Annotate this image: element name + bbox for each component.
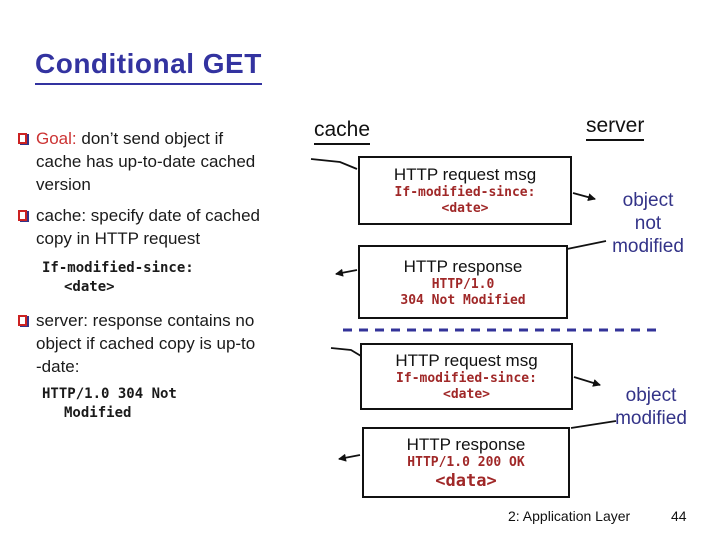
cache-actor-label: cache	[314, 118, 371, 145]
bullet-text: Goal: don’t send object if cache has up-…	[36, 127, 255, 196]
msgbox-code-line: If-modified-since:	[396, 371, 537, 386]
server-actor-label: server	[586, 114, 645, 141]
bullet-text: cache: specify date of cached copy in HT…	[36, 204, 260, 250]
note-line: modified	[615, 408, 687, 429]
msgbox-request-2: HTTP request msg If-modified-since: <dat…	[360, 343, 573, 410]
bullet-square-icon	[18, 210, 27, 221]
note-line: object	[622, 190, 674, 211]
bullet-square-icon	[18, 133, 27, 144]
goal-line3: version	[36, 175, 91, 194]
msgbox-request-1: HTTP request msg If-modified-since: <dat…	[358, 156, 572, 225]
msgbox-response-304: HTTP response HTTP/1.0 304 Not Modified	[358, 245, 568, 319]
msgbox-code-line: HTTP/1.0 200 OK	[407, 454, 525, 470]
server-line3: -date:	[36, 357, 80, 376]
arrow-request1-to-server	[572, 192, 596, 202]
goal-lead: Goal:	[36, 129, 77, 148]
footer-page-number: 44	[671, 508, 687, 524]
server-line1: server: response contains no	[36, 311, 255, 330]
bullet-item-cache: cache: specify date of cached copy in HT…	[18, 204, 333, 250]
server-line2: object if cached copy is up-to	[36, 334, 256, 353]
code-line: <date>	[64, 279, 115, 295]
msgbox-code-line: <date>	[441, 201, 489, 216]
cache-line2: copy in HTTP request	[36, 229, 201, 248]
code-line: Modified	[64, 405, 132, 421]
arrow-response200-to-cache	[338, 453, 361, 462]
note-line: object	[625, 385, 677, 406]
code-line: HTTP/1.0 304 Not	[42, 386, 177, 402]
page-title: Conditional GET	[35, 48, 262, 85]
cache-line1: cache: specify date of cached	[36, 206, 260, 225]
msgbox-code-line: 304 Not Modified	[400, 292, 526, 308]
note-line: modified	[612, 236, 684, 257]
note-object-not-modified: object not modified	[598, 189, 698, 258]
goal-rest: don’t send object if	[76, 129, 224, 148]
note-line: not	[634, 213, 662, 234]
note-object-modified: object modified	[596, 384, 706, 430]
msgbox-title: HTTP response	[406, 434, 526, 454]
bullet-item-goal: Goal: don’t send object if cache has up-…	[18, 127, 333, 196]
bullet-square-icon	[18, 315, 27, 326]
code-line: If-modified-since:	[42, 260, 194, 276]
msgbox-code-line: <date>	[443, 387, 490, 402]
leader-cache-to-request2	[330, 347, 362, 357]
msgbox-title: HTTP request msg	[393, 165, 537, 184]
code-if-modified-since: If-modified-since: <date>	[42, 259, 357, 297]
msgbox-code-line: If-modified-since:	[394, 185, 536, 200]
bullet-item-server: server: response contains no object if c…	[18, 309, 333, 378]
msgbox-code-line: <data>	[435, 470, 497, 491]
msgbox-response-200: HTTP response HTTP/1.0 200 OK <data>	[362, 427, 570, 498]
goal-line2: cache has up-to-date cached	[36, 152, 256, 171]
msgbox-title: HTTP request msg	[395, 351, 538, 370]
code-304-not-modified: HTTP/1.0 304 Not Modified	[42, 385, 357, 423]
msgbox-code-line: HTTP/1.0	[431, 276, 495, 292]
bullet-text: server: response contains no object if c…	[36, 309, 255, 378]
msgbox-title: HTTP response	[403, 256, 523, 276]
footer-section: 2: Application Layer	[508, 508, 631, 524]
